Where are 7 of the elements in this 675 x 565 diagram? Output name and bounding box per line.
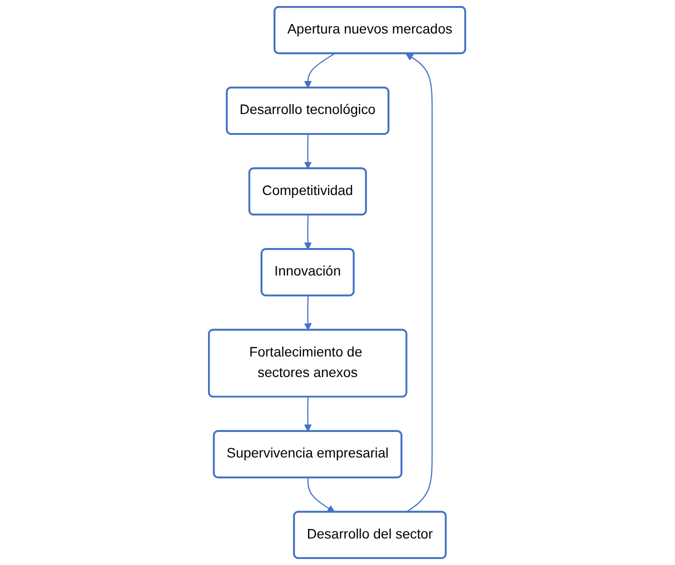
arrow [304,397,312,432]
arrow [304,53,336,88]
arrow [304,134,312,170]
arrow [304,296,312,330]
arrow [304,215,312,250]
arrow [308,478,336,513]
arrow [406,53,434,513]
